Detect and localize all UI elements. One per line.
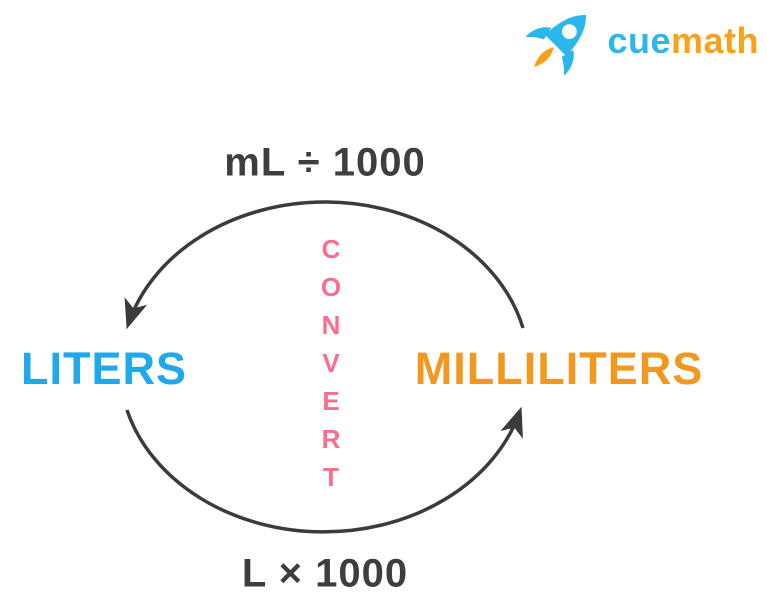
milliliters-label: MILLILITERS <box>414 343 704 394</box>
cuemath-logo: cuemath <box>519 2 759 80</box>
top-formula-label: mL ÷ 1000 <box>224 140 426 185</box>
brand-wordmark: cuemath <box>607 2 759 80</box>
arc-l-to-ml <box>125 406 523 534</box>
arc-ml-to-l <box>124 200 525 330</box>
brand-cue: cue <box>607 20 671 61</box>
liters-label: LITERS <box>20 343 188 394</box>
bottom-formula-label: L × 1000 <box>241 551 409 596</box>
rocket-icon <box>525 15 587 76</box>
brand-math: math <box>670 20 759 61</box>
